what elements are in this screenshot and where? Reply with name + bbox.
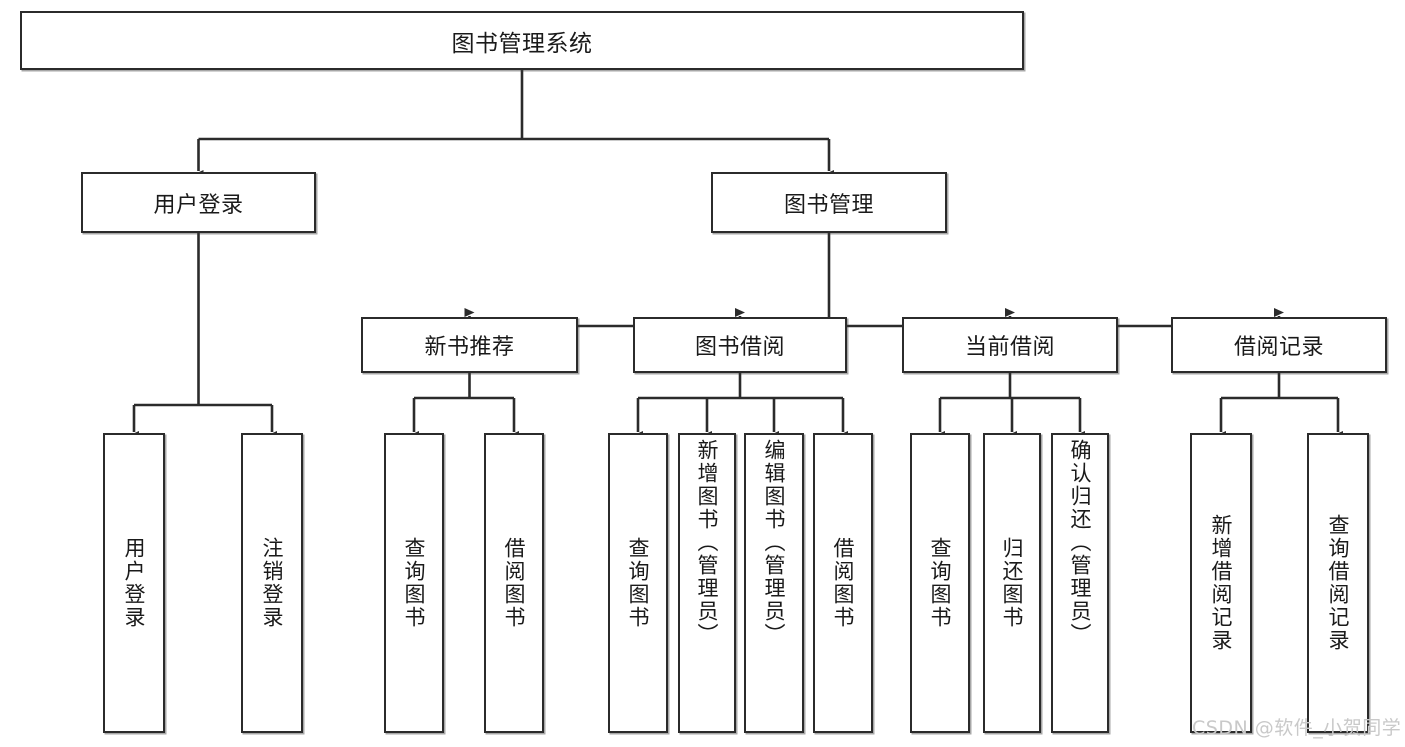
csdn-watermark: CSDN @软件_小贺同学	[1192, 717, 1402, 739]
node-label-leaf-bb-borrow: 借阅图书	[831, 537, 856, 629]
node-label-leaf-user-login: 用户登录	[122, 537, 147, 629]
node-label-book-borrow: 图书借阅	[694, 335, 785, 360]
node-leaf-cb-confirm[interactable]: 确认归还（管理员）	[1051, 433, 1109, 733]
node-label-leaf-bb-edit: 编辑图书（管理员）	[762, 439, 787, 646]
node-book-mgmt[interactable]: 图书管理	[711, 172, 947, 233]
node-leaf-bb-add[interactable]: 新增图书（管理员）	[678, 433, 736, 733]
node-label-current-borrow: 当前借阅	[964, 335, 1055, 360]
node-leaf-rec-query[interactable]: 查询图书	[384, 433, 444, 733]
node-label-leaf-cb-query: 查询图书	[928, 537, 953, 629]
node-label-user-login: 用户登录	[153, 192, 244, 218]
node-leaf-cb-query[interactable]: 查询图书	[910, 433, 970, 733]
node-label-leaf-user-logout: 注销登录	[260, 537, 285, 629]
node-leaf-bb-borrow[interactable]: 借阅图书	[813, 433, 873, 733]
node-current-borrow[interactable]: 当前借阅	[902, 317, 1118, 373]
node-label-leaf-cb-return: 归还图书	[1000, 537, 1025, 629]
node-label-borrow-record: 借阅记录	[1233, 335, 1324, 360]
node-label-book-mgmt: 图书管理	[783, 192, 874, 218]
node-label-leaf-rec-query: 查询图书	[402, 537, 427, 629]
node-leaf-br-add[interactable]: 新增借阅记录	[1190, 433, 1252, 733]
node-leaf-user-logout[interactable]: 注销登录	[241, 433, 303, 733]
node-label-leaf-br-query: 查询借阅记录	[1326, 514, 1351, 652]
node-label-root: 图书管理系统	[451, 30, 593, 57]
node-user-login[interactable]: 用户登录	[81, 172, 316, 233]
node-label-leaf-cb-confirm: 确认归还（管理员）	[1068, 439, 1093, 646]
node-label-new-book-rec: 新书推荐	[424, 335, 515, 360]
node-borrow-record[interactable]: 借阅记录	[1171, 317, 1387, 373]
node-leaf-br-query[interactable]: 查询借阅记录	[1307, 433, 1369, 733]
node-leaf-bb-edit[interactable]: 编辑图书（管理员）	[744, 433, 804, 733]
node-leaf-rec-borrow[interactable]: 借阅图书	[484, 433, 544, 733]
node-book-borrow[interactable]: 图书借阅	[633, 317, 847, 373]
node-root[interactable]: 图书管理系统	[20, 11, 1024, 70]
node-label-leaf-rec-borrow: 借阅图书	[502, 537, 527, 629]
node-leaf-cb-return[interactable]: 归还图书	[983, 433, 1041, 733]
node-label-leaf-bb-add: 新增图书（管理员）	[695, 439, 720, 646]
node-label-leaf-br-add: 新增借阅记录	[1209, 514, 1234, 652]
node-label-leaf-bb-query: 查询图书	[626, 537, 651, 629]
node-leaf-bb-query[interactable]: 查询图书	[608, 433, 668, 733]
node-new-book-rec[interactable]: 新书推荐	[361, 317, 578, 373]
node-leaf-user-login[interactable]: 用户登录	[103, 433, 165, 733]
